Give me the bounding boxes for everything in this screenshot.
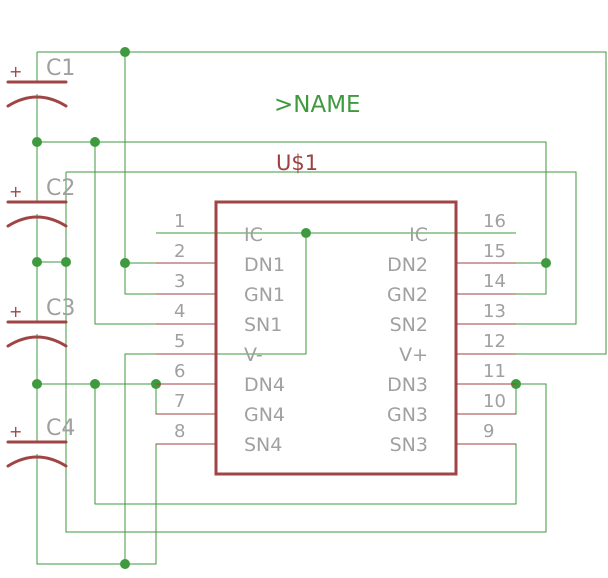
junction-dot [90, 379, 100, 389]
pin-label: GN1 [244, 284, 285, 306]
pin-number: 3 [174, 271, 185, 292]
pin-number: 1 [174, 211, 185, 232]
junctions [32, 47, 551, 569]
pin-label: GN4 [244, 404, 285, 426]
capacitor-plate-curved [6, 335, 68, 348]
ic-pin-stubs-right [456, 262, 516, 445]
capacitor-label: C1 [46, 56, 75, 81]
pin-number: 11 [483, 361, 506, 382]
pin-label: V+ [399, 344, 428, 366]
capacitor-plate-curved [6, 455, 68, 468]
part-name-label: U$1 [276, 151, 318, 175]
capacitor-c4[interactable]: + C4 [6, 416, 75, 468]
junction-dot [541, 258, 551, 268]
pin-number: 10 [483, 391, 506, 412]
capacitor-plate-curved [6, 215, 68, 228]
pin-label: IC [409, 224, 428, 246]
pin-label: V- [244, 344, 263, 366]
ic-pin-stubs-left [156, 262, 216, 445]
junction-dot [32, 137, 42, 147]
pin-number: 14 [483, 271, 506, 292]
capacitor-label: C4 [46, 416, 75, 441]
capacitor-c2[interactable]: + C2 [6, 176, 75, 228]
junction-dot [120, 559, 130, 569]
pin-number: 2 [174, 241, 185, 262]
wire-c3-node[interactable] [37, 172, 547, 533]
capacitor-plate-curved [6, 95, 68, 108]
pin-number: 7 [174, 391, 185, 412]
pin-number: 6 [174, 361, 185, 382]
junction-dot [301, 228, 311, 238]
wires [36, 51, 607, 565]
pin-number: 12 [483, 331, 506, 352]
capacitor-plus-sign: + [9, 422, 22, 441]
wire-vplus-net[interactable] [37, 51, 607, 355]
pin-label: SN1 [244, 314, 282, 336]
capacitor-label: C2 [46, 176, 75, 201]
junction-dot [90, 137, 100, 147]
pin-label: SN4 [244, 434, 282, 456]
name-placeholder-label: >NAME [274, 92, 361, 118]
ic-body [214, 200, 458, 476]
pin-label: DN1 [244, 254, 285, 276]
capacitor-plus-sign: + [9, 182, 22, 201]
pin-number: 5 [174, 331, 185, 352]
junction-dot [32, 257, 42, 267]
ic-u1[interactable]: 1 2 3 4 5 6 7 8 IC DN1 GN1 SN1 V- DN4 GN… [156, 200, 516, 476]
pin-label: SN2 [390, 314, 428, 336]
junction-dot [120, 258, 130, 268]
wire-gn4-loop[interactable] [155, 384, 215, 415]
pin-number: 13 [483, 301, 506, 322]
pin-number: 16 [483, 211, 506, 232]
wire-dn1-gn1-net[interactable] [124, 52, 215, 295]
pin-label: DN3 [387, 374, 428, 396]
junction-dot [120, 47, 130, 57]
pin-label: GN3 [387, 404, 428, 426]
pin-label: IC [244, 224, 263, 246]
pin-label: DN4 [244, 374, 285, 396]
pin-label: GN2 [387, 284, 428, 306]
junction-dot [61, 257, 71, 267]
pin-number: 15 [483, 241, 506, 262]
capacitor-c1[interactable]: + C1 [6, 56, 75, 108]
pin-number: 9 [483, 421, 494, 442]
capacitor-label: C3 [46, 296, 75, 321]
pin-number: 8 [174, 421, 185, 442]
capacitor-plus-sign: + [9, 62, 22, 81]
pin-label: SN3 [390, 434, 428, 456]
pin-label: DN2 [387, 254, 428, 276]
capacitor-plus-sign: + [9, 302, 22, 321]
capacitor-c3[interactable]: + C3 [6, 296, 75, 348]
pin-number: 4 [174, 301, 185, 322]
junction-dot [32, 379, 42, 389]
wire-cap-chain[interactable] [36, 94, 215, 565]
